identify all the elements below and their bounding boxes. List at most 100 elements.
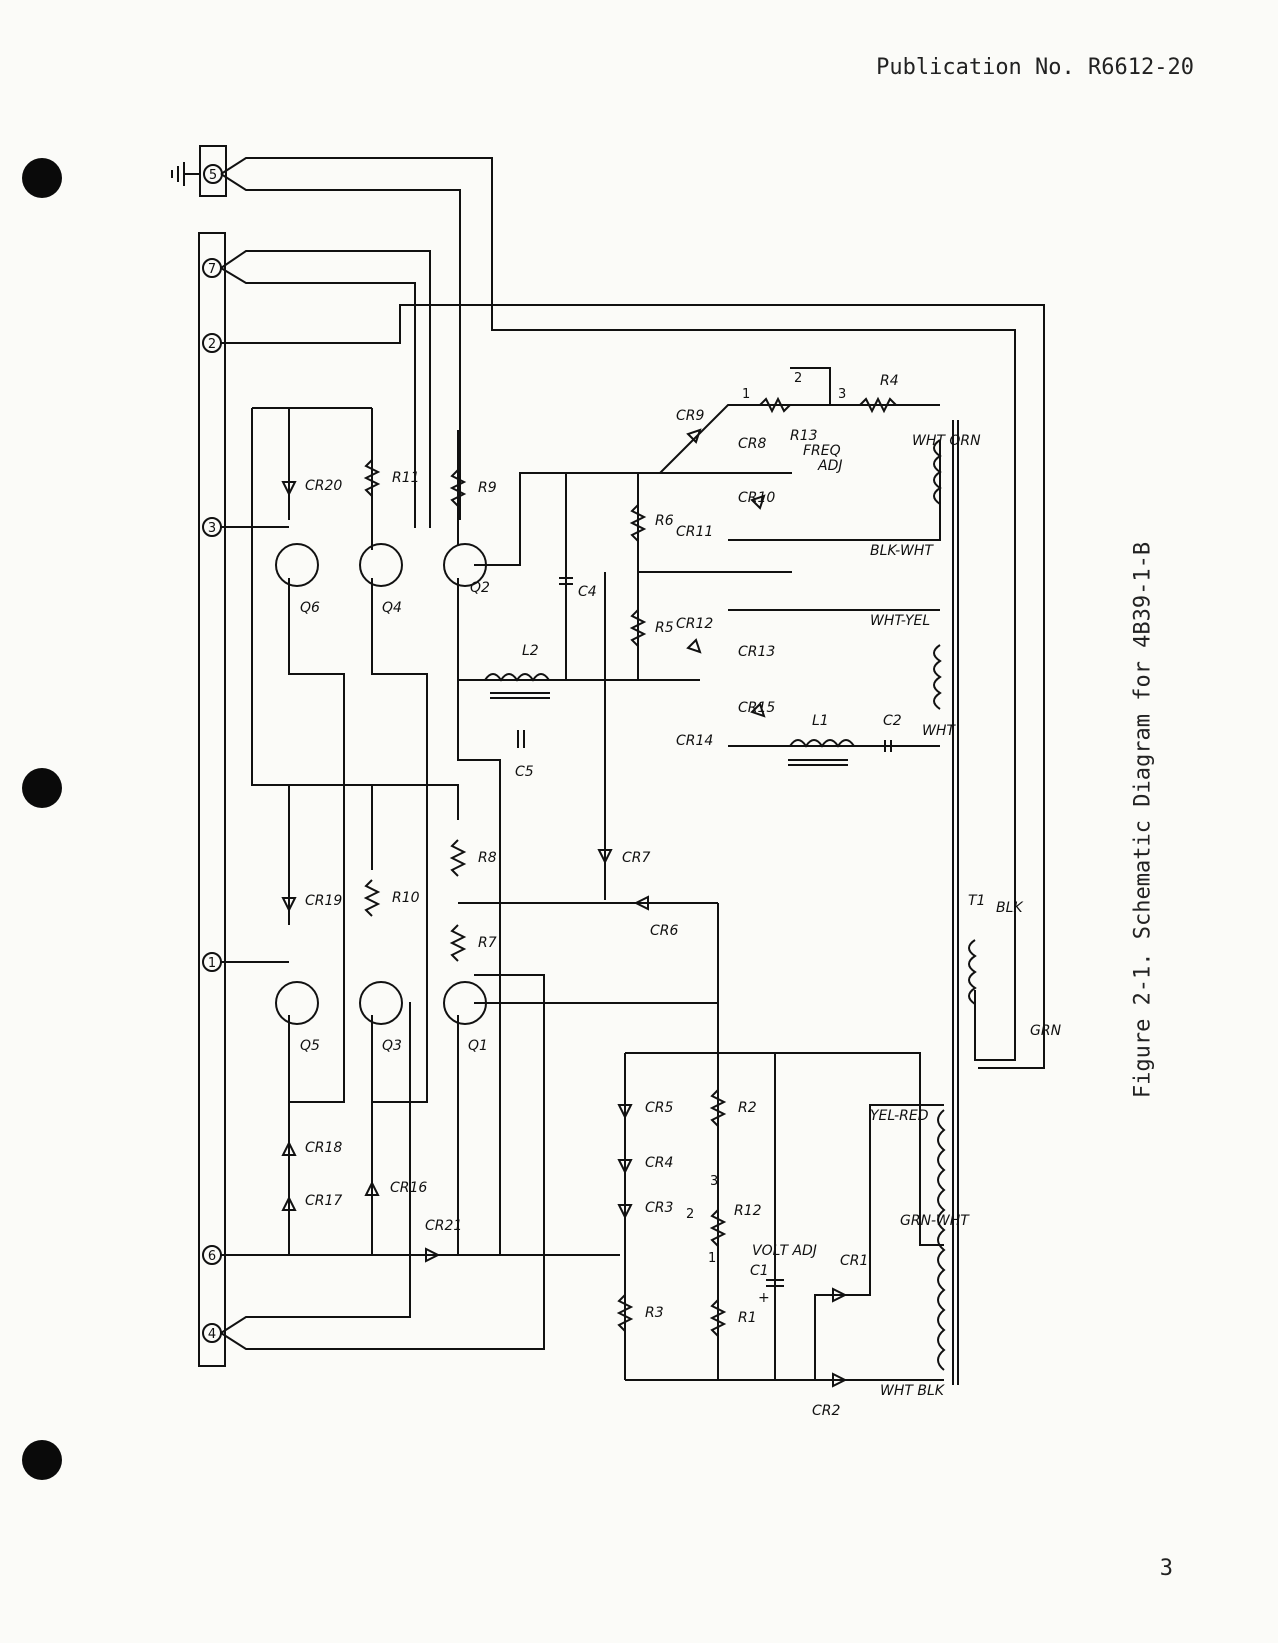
transistor-q4: Q4 bbox=[359, 543, 403, 616]
svg-text:CR10: CR10 bbox=[738, 490, 775, 506]
svg-text:WHT: WHT bbox=[922, 723, 956, 739]
svg-text:Q4: Q4 bbox=[382, 600, 402, 616]
resistor-r5: R5 bbox=[629, 609, 674, 647]
svg-text:C2: C2 bbox=[883, 713, 902, 729]
svg-text:1: 1 bbox=[208, 956, 216, 971]
svg-text:CR14: CR14 bbox=[676, 733, 713, 749]
page-number: 3 bbox=[1159, 1556, 1173, 1581]
svg-text:R11: R11 bbox=[392, 470, 420, 486]
terminal-strip bbox=[198, 232, 226, 1367]
transistor-q6: Q6 bbox=[275, 543, 320, 616]
diode-cr1: CR1 bbox=[832, 1253, 868, 1303]
inductor-l1: L1 bbox=[788, 713, 855, 766]
svg-text:R6: R6 bbox=[655, 513, 674, 529]
svg-text:CR18: CR18 bbox=[305, 1140, 342, 1156]
svg-text:4: 4 bbox=[208, 1327, 216, 1342]
svg-text:3: 3 bbox=[710, 1174, 718, 1189]
svg-text:R7: R7 bbox=[478, 935, 497, 951]
svg-text:Q2: Q2 bbox=[470, 580, 490, 596]
svg-text:CR11: CR11 bbox=[676, 524, 713, 540]
transistor-q2: Q2 bbox=[443, 543, 490, 596]
svg-text:WHT ORN: WHT ORN bbox=[912, 433, 981, 449]
svg-text:3: 3 bbox=[838, 387, 846, 402]
resistor-r9: R9 bbox=[449, 469, 497, 507]
svg-text:GRN-WHT: GRN-WHT bbox=[900, 1213, 970, 1229]
pot-pin-labels: 1 2 3 1 2 3 bbox=[686, 371, 846, 1266]
svg-text:ADJ: ADJ bbox=[817, 458, 843, 474]
svg-text:Q3: Q3 bbox=[382, 1038, 402, 1054]
svg-text:Q5: Q5 bbox=[300, 1038, 320, 1054]
svg-text:CR3: CR3 bbox=[645, 1200, 673, 1216]
svg-text:CR21: CR21 bbox=[425, 1218, 462, 1234]
svg-text:WHT-YEL: WHT-YEL bbox=[870, 613, 930, 629]
svg-text:CR2: CR2 bbox=[812, 1403, 841, 1419]
svg-text:C4: C4 bbox=[578, 584, 597, 600]
diode-cr4: CR4 bbox=[617, 1155, 673, 1175]
svg-text:R9: R9 bbox=[478, 480, 497, 496]
transistor-q1: Q1 bbox=[443, 981, 488, 1054]
svg-text:2: 2 bbox=[208, 337, 216, 352]
svg-text:CR13: CR13 bbox=[738, 644, 775, 660]
punch-hole-middle bbox=[22, 768, 62, 808]
svg-text:L1: L1 bbox=[812, 713, 829, 729]
diode-cr13: CR13 bbox=[738, 644, 775, 660]
capacitor-c2: C2 bbox=[883, 713, 902, 752]
diode-cr16: CR16 bbox=[364, 1180, 427, 1196]
svg-text:C5: C5 bbox=[515, 764, 534, 780]
ground-symbol bbox=[171, 162, 200, 186]
terminal-5: 5 bbox=[203, 164, 223, 184]
svg-text:CR1: CR1 bbox=[840, 1253, 868, 1269]
resistor-r10: R10 bbox=[363, 879, 420, 917]
svg-text:R1: R1 bbox=[738, 1310, 757, 1326]
transformer-t1: T1 bbox=[933, 420, 985, 1385]
diode-cr9: CR9 bbox=[676, 408, 705, 444]
svg-text:CR5: CR5 bbox=[645, 1100, 674, 1116]
diode-cr3: CR3 bbox=[617, 1200, 673, 1220]
terminal-6: 6 bbox=[202, 1245, 222, 1265]
terminal-3: 3 bbox=[202, 517, 222, 537]
svg-text:3: 3 bbox=[208, 521, 216, 536]
svg-text:YEL-RED: YEL-RED bbox=[870, 1108, 929, 1124]
svg-text:CR17: CR17 bbox=[305, 1193, 342, 1209]
svg-text:CR9: CR9 bbox=[676, 408, 705, 424]
diode-cr15: CR15 bbox=[738, 700, 775, 718]
terminal-7: 7 bbox=[202, 258, 222, 278]
diode-cr20: CR20 bbox=[281, 478, 342, 497]
resistor-r11: R11 bbox=[363, 459, 420, 497]
svg-text:VOLT ADJ: VOLT ADJ bbox=[752, 1243, 817, 1259]
publication-number: Publication No. R6612-20 bbox=[876, 55, 1194, 80]
svg-text:R4: R4 bbox=[880, 373, 899, 389]
capacitor-c4: C4 bbox=[559, 577, 597, 600]
inductor-l2: L2 bbox=[484, 643, 550, 699]
diode-cr12: CR12 bbox=[676, 616, 713, 654]
svg-text:R13: R13 bbox=[790, 428, 818, 444]
svg-text:CR7: CR7 bbox=[622, 850, 651, 866]
resistor-r3: R3 bbox=[616, 1294, 664, 1332]
svg-text:CR4: CR4 bbox=[645, 1155, 673, 1171]
resistor-r1: R1 bbox=[709, 1299, 757, 1337]
diode-cr6: CR6 bbox=[633, 895, 679, 939]
svg-text:C1: C1 bbox=[750, 1263, 769, 1279]
resistor-r7: R7 bbox=[449, 924, 497, 962]
svg-text:1: 1 bbox=[708, 1251, 716, 1266]
svg-text:Q6: Q6 bbox=[300, 600, 320, 616]
terminal-1: 1 bbox=[202, 952, 222, 972]
transistor-q5: Q5 bbox=[275, 981, 320, 1054]
svg-text:CR19: CR19 bbox=[305, 893, 342, 909]
punch-hole-top bbox=[22, 158, 62, 198]
resistor-r2: R2 bbox=[709, 1089, 757, 1127]
terminal-2: 2 bbox=[202, 333, 222, 353]
resistor-r6: R6 bbox=[629, 504, 674, 542]
svg-text:2: 2 bbox=[794, 371, 802, 386]
svg-text:CR15: CR15 bbox=[738, 700, 775, 716]
svg-text:R8: R8 bbox=[478, 850, 497, 866]
diode-cr11: CR11 bbox=[676, 524, 713, 540]
resistor-r8: R8 bbox=[449, 839, 497, 877]
svg-text:2: 2 bbox=[686, 1207, 694, 1222]
svg-text:CR8: CR8 bbox=[738, 436, 767, 452]
diode-cr19: CR19 bbox=[281, 893, 342, 913]
diode-cr7: CR7 bbox=[597, 849, 651, 866]
svg-text:L2: L2 bbox=[522, 643, 539, 659]
wiring bbox=[220, 157, 1045, 1381]
